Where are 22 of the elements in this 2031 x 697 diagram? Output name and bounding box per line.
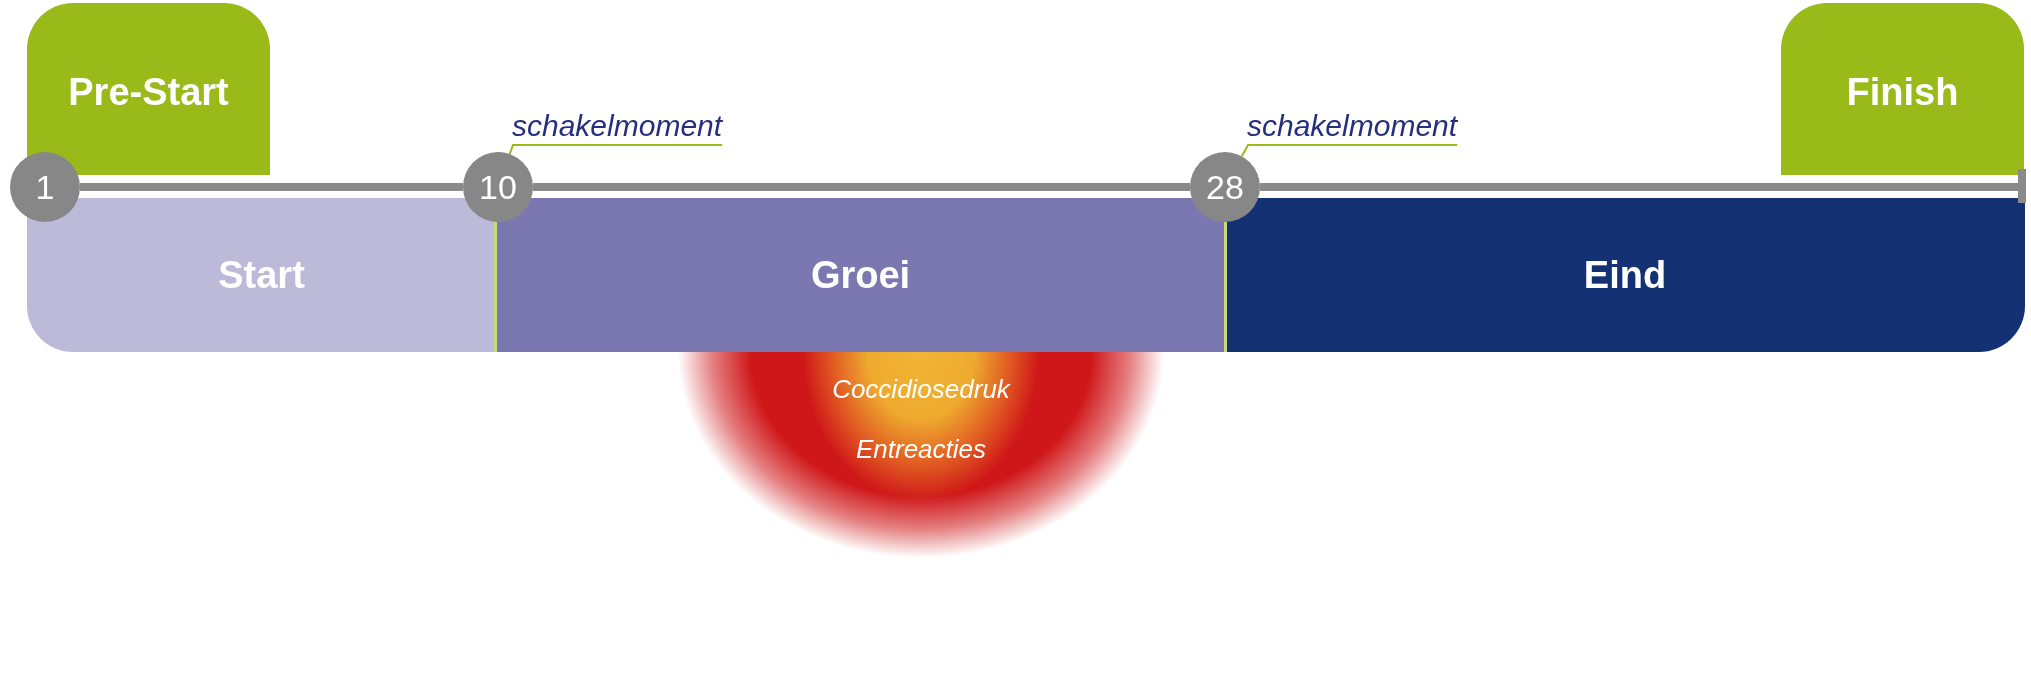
gradient-label: Coccidiosedruk [832,373,1010,406]
band-label: Groei [810,253,911,297]
timeline-line [1260,169,2026,203]
day-number: 10 [479,168,517,206]
leader-line [1240,144,1459,158]
phase-band [27,198,496,352]
day-number: 28 [1206,168,1244,206]
phase-band [496,198,1225,352]
phase-tab [1781,3,2024,175]
band-label: Start [218,253,305,297]
tab-label: Pre-Start [68,70,229,114]
phase-band [1225,198,2025,352]
timeline-line [80,183,463,191]
timeline-line [533,183,1190,191]
callout-text: schakelmoment [1247,108,1458,144]
callout-text: schakelmoment [512,108,723,144]
gradient-label: Entreacties [855,433,987,466]
day-number: 1 [35,168,55,206]
tab-label: Finish [1846,70,1959,114]
leader-line [508,144,724,156]
band-label: Eind [1583,253,1667,297]
phase-tab [27,3,270,175]
